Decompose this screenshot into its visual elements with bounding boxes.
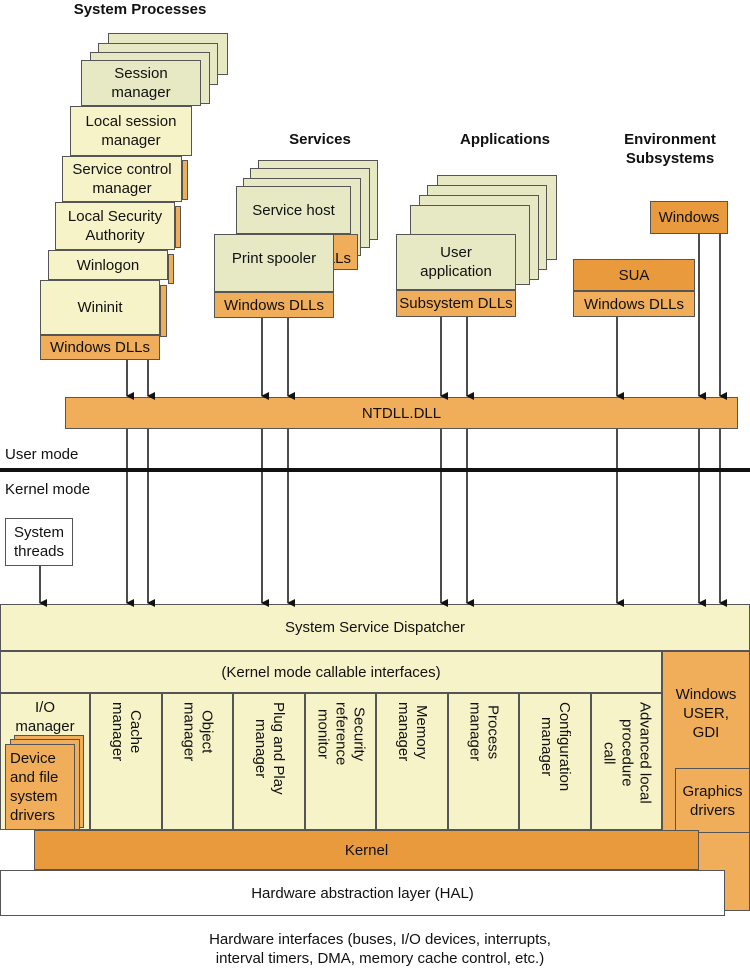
hal-bar: Hardware abstraction layer (HAL) — [0, 870, 725, 916]
executive-component-label: Configuration manager — [537, 702, 573, 792]
session-manager-box: Session manager — [81, 60, 201, 106]
windows-subsystem-box: Windows — [650, 201, 728, 234]
service-control-manager-box: Service control manager — [62, 156, 182, 202]
system-service-dispatcher: System Service Dispatcher — [0, 604, 750, 651]
print-spooler-box: Print spooler — [214, 234, 334, 292]
user-mode-label: User mode — [5, 446, 79, 463]
mode-divider — [0, 468, 750, 472]
kernel-mode-label: Kernel mode — [5, 481, 91, 498]
executive-component: Memory manager — [376, 693, 448, 830]
executive-component: Object manager — [161, 693, 233, 830]
applications-dlls: Subsystem DLLs — [396, 290, 516, 317]
executive-component: Plug and Play manager — [233, 693, 305, 830]
services-dlls: Windows DLLs — [214, 292, 334, 318]
stack-dll-edge — [160, 285, 167, 337]
system-processes-title: System Processes — [73, 1, 207, 18]
executive-component-label: Object manager — [180, 702, 216, 762]
executive-component-label: Cache manager — [108, 702, 144, 762]
local-session-manager-box: Local session manager — [70, 106, 192, 156]
kernel-mode-callable-interfaces: (Kernel mode callable interfaces) — [0, 651, 662, 693]
graphics-drivers-box: Graphics drivers — [675, 768, 750, 833]
executive-component: Process manager — [447, 693, 519, 830]
stack-dll-edge — [182, 160, 188, 200]
services-title: Services — [289, 131, 351, 148]
service-host-box: Service host — [236, 186, 351, 234]
executive-component-label: Advanced local procedure call — [600, 702, 654, 804]
stack-dll-edge — [175, 206, 181, 248]
executive-component-label: Plug and Play manager — [251, 702, 287, 795]
hardware-interfaces-caption: Hardware interfaces (buses, I/O devices,… — [209, 931, 551, 967]
environment-dlls: Windows DLLs — [573, 291, 695, 317]
executive-component-label: Process manager — [466, 702, 502, 762]
user-application-box: User application — [396, 234, 516, 290]
executive-component: Configuration manager — [519, 693, 591, 830]
environment-subsystems-title: Environment Subsystems — [624, 131, 716, 167]
winlogon-box: Winlogon — [48, 250, 168, 280]
executive-component-label: Memory manager — [394, 702, 430, 762]
system-processes-dlls: Windows DLLs — [40, 335, 160, 360]
kernel-bar: Kernel — [34, 830, 699, 870]
executive-component: Advanced local procedure call — [590, 693, 662, 830]
ntdll-bar: NTDLL.DLL — [65, 397, 738, 429]
executive-component: Cache manager — [90, 693, 162, 830]
device-drivers-box: Device and file system drivers — [5, 744, 75, 830]
sua-box: SUA — [573, 259, 695, 291]
executive-component-label: Security reference monitor — [314, 702, 368, 766]
stack-dll-edge — [168, 254, 174, 284]
wininit-box: Wininit — [40, 280, 160, 335]
applications-title: Applications — [459, 131, 550, 148]
executive-component: Security reference monitor — [304, 693, 376, 830]
system-threads-box: System threads — [5, 518, 73, 566]
local-security-authority-box: Local Security Authority — [55, 202, 175, 250]
